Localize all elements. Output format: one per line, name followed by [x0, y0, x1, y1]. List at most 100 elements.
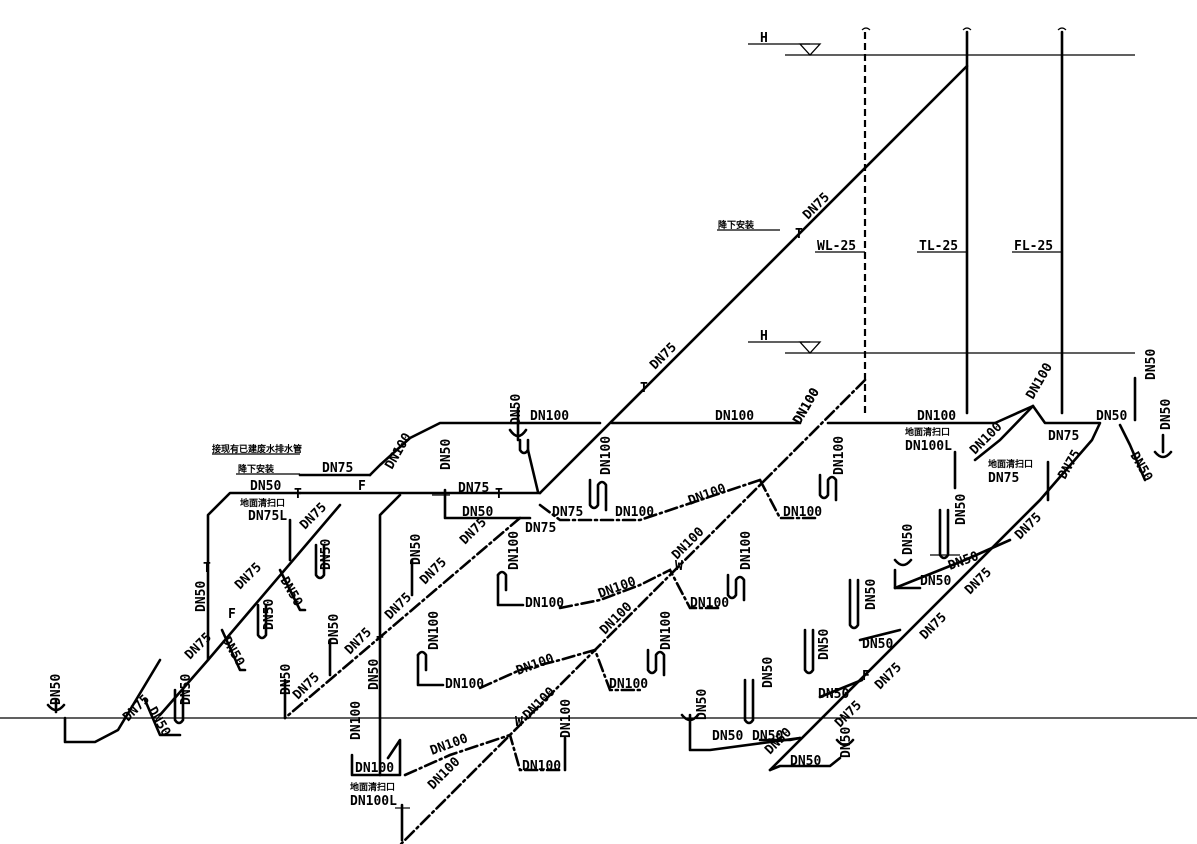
waste-line-chain: DN100 DN100 DN100 DN100 DN100 DN100 DN10…: [399, 378, 867, 844]
svg-text:DN75: DN75: [962, 565, 995, 598]
svg-text:DN50: DN50: [712, 729, 743, 744]
svg-text:DN100: DN100: [427, 611, 442, 650]
svg-text:DN50: DN50: [319, 539, 334, 570]
riser-label-wl: WL-25: [817, 239, 856, 254]
svg-text:DN50: DN50: [839, 727, 854, 758]
svg-text:DN100: DN100: [659, 611, 674, 650]
svg-text:DN75: DN75: [297, 500, 330, 533]
svg-text:DN100: DN100: [1023, 360, 1056, 402]
fixture-trap-top: DN50: [508, 394, 540, 494]
svg-text:T: T: [795, 227, 803, 242]
svg-text:DN75: DN75: [552, 505, 583, 520]
note-cleanout-1: 地面清扫口: [905, 426, 950, 438]
svg-text:DN75: DN75: [382, 590, 415, 623]
svg-text:F: F: [358, 479, 366, 494]
svg-text:DN50: DN50: [439, 439, 454, 470]
level-mark-upper: H: [748, 31, 1135, 56]
svg-text:DN100: DN100: [507, 531, 522, 570]
svg-text:DN100: DN100: [690, 596, 729, 611]
fixture-traps: DN100 DN100 DN100 DN100 DN100 DN100 DN10…: [416, 436, 847, 772]
level-label-lower: H: [760, 329, 768, 344]
svg-text:DN50: DN50: [250, 479, 281, 494]
svg-text:DN50: DN50: [277, 575, 306, 610]
note-below-slab-2: 降下安装: [238, 463, 275, 475]
svg-text:DN50: DN50: [409, 534, 424, 565]
svg-text:DN50: DN50: [864, 579, 879, 610]
riser-label-fl: FL-25: [1014, 239, 1053, 254]
svg-text:DN50: DN50: [862, 637, 893, 652]
note-cleanout-2: 地面清扫口: [988, 458, 1033, 470]
svg-text:DN50: DN50: [695, 689, 710, 720]
svg-text:DN50: DN50: [327, 614, 342, 645]
svg-text:DN75: DN75: [1055, 447, 1084, 482]
svg-text:DN50: DN50: [901, 524, 916, 555]
note-cleanout-4: 地面清扫口: [240, 497, 285, 509]
svg-text:DN50: DN50: [219, 635, 248, 670]
left-branch: 降下安装 DN50 地面清扫口 DN75L T T DN50 DN75 DN75…: [46, 463, 342, 744]
svg-text:DN50: DN50: [509, 394, 524, 425]
svg-text:DN50: DN50: [946, 549, 981, 574]
svg-text:DN50: DN50: [1159, 399, 1174, 430]
svg-text:DN75: DN75: [1012, 510, 1045, 543]
svg-text:F: F: [228, 607, 236, 622]
svg-text:DN75: DN75: [342, 625, 375, 658]
svg-text:DN50: DN50: [145, 705, 174, 740]
svg-text:DN100L: DN100L: [350, 794, 397, 809]
svg-text:DN75: DN75: [872, 660, 905, 693]
svg-text:DN100: DN100: [596, 574, 638, 602]
right-lower-chain: DN50 DN75 DN75 DN75 DN75 DN75 DN50 DN50 …: [680, 494, 1045, 772]
svg-text:DN100: DN100: [382, 430, 415, 472]
svg-text:DN75L: DN75L: [248, 509, 287, 524]
svg-text:DN50: DN50: [920, 574, 951, 589]
riser-tl: TL-25: [917, 27, 972, 415]
riser-fl: FL-25: [1012, 27, 1067, 415]
svg-text:DN100: DN100: [783, 505, 822, 520]
secondary-branch: DN75 DN50 DN75 DN75 T DN50 DN75 DN75 DN7…: [279, 439, 583, 720]
svg-text:DN75: DN75: [290, 670, 323, 703]
svg-text:W: W: [675, 559, 683, 574]
svg-text:DN100: DN100: [917, 409, 956, 424]
svg-text:DN50: DN50: [1144, 349, 1159, 380]
svg-text:DN75: DN75: [458, 481, 489, 496]
svg-text:DN100: DN100: [615, 505, 654, 520]
riser-label-tl: TL-25: [919, 239, 958, 254]
svg-text:DN100: DN100: [739, 531, 754, 570]
svg-text:DN50: DN50: [367, 659, 382, 690]
svg-text:DN100: DN100: [832, 436, 847, 475]
svg-text:DN50: DN50: [761, 657, 776, 688]
svg-text:DN50: DN50: [262, 599, 277, 630]
svg-text:DN50: DN50: [817, 629, 832, 660]
svg-text:T: T: [294, 487, 302, 502]
svg-text:DN50: DN50: [462, 505, 493, 520]
svg-text:DN50: DN50: [179, 674, 194, 705]
level-label-upper: H: [760, 31, 768, 46]
svg-text:DN100: DN100: [514, 651, 556, 679]
svg-text:DN100: DN100: [445, 677, 484, 692]
svg-text:DN75: DN75: [525, 521, 556, 536]
svg-text:DN100: DN100: [559, 699, 574, 738]
vent-stack-dn75: DN75 DN75 T T 降下安装: [538, 64, 969, 495]
svg-text:DN100: DN100: [520, 684, 558, 722]
svg-text:DN50: DN50: [818, 687, 849, 702]
svg-text:DN50: DN50: [49, 674, 64, 705]
svg-text:DN75: DN75: [232, 560, 265, 593]
note-below-slab-1: 降下安装: [718, 219, 755, 231]
svg-text:F: F: [862, 669, 870, 684]
note-cleanout-3: 地面清扫口: [350, 781, 395, 793]
svg-text:DN75: DN75: [322, 461, 353, 476]
svg-text:DN75: DN75: [917, 610, 950, 643]
svg-text:DN100: DN100: [349, 701, 364, 740]
svg-text:T: T: [203, 561, 211, 576]
svg-text:DN100: DN100: [790, 385, 823, 427]
svg-text:DN100: DN100: [686, 481, 728, 509]
svg-text:T: T: [640, 381, 648, 396]
svg-text:DN50: DN50: [279, 664, 294, 695]
svg-text:DN100: DN100: [597, 599, 635, 637]
svg-text:DN75: DN75: [1048, 429, 1079, 444]
svg-text:DN50: DN50: [194, 581, 209, 612]
svg-text:DN75: DN75: [988, 471, 1019, 486]
svg-text:DN100: DN100: [609, 677, 648, 692]
svg-text:DN100: DN100: [355, 761, 394, 776]
center-stack: DN50 T DN100 DN100 DN100L 地面清扫口: [349, 493, 410, 842]
